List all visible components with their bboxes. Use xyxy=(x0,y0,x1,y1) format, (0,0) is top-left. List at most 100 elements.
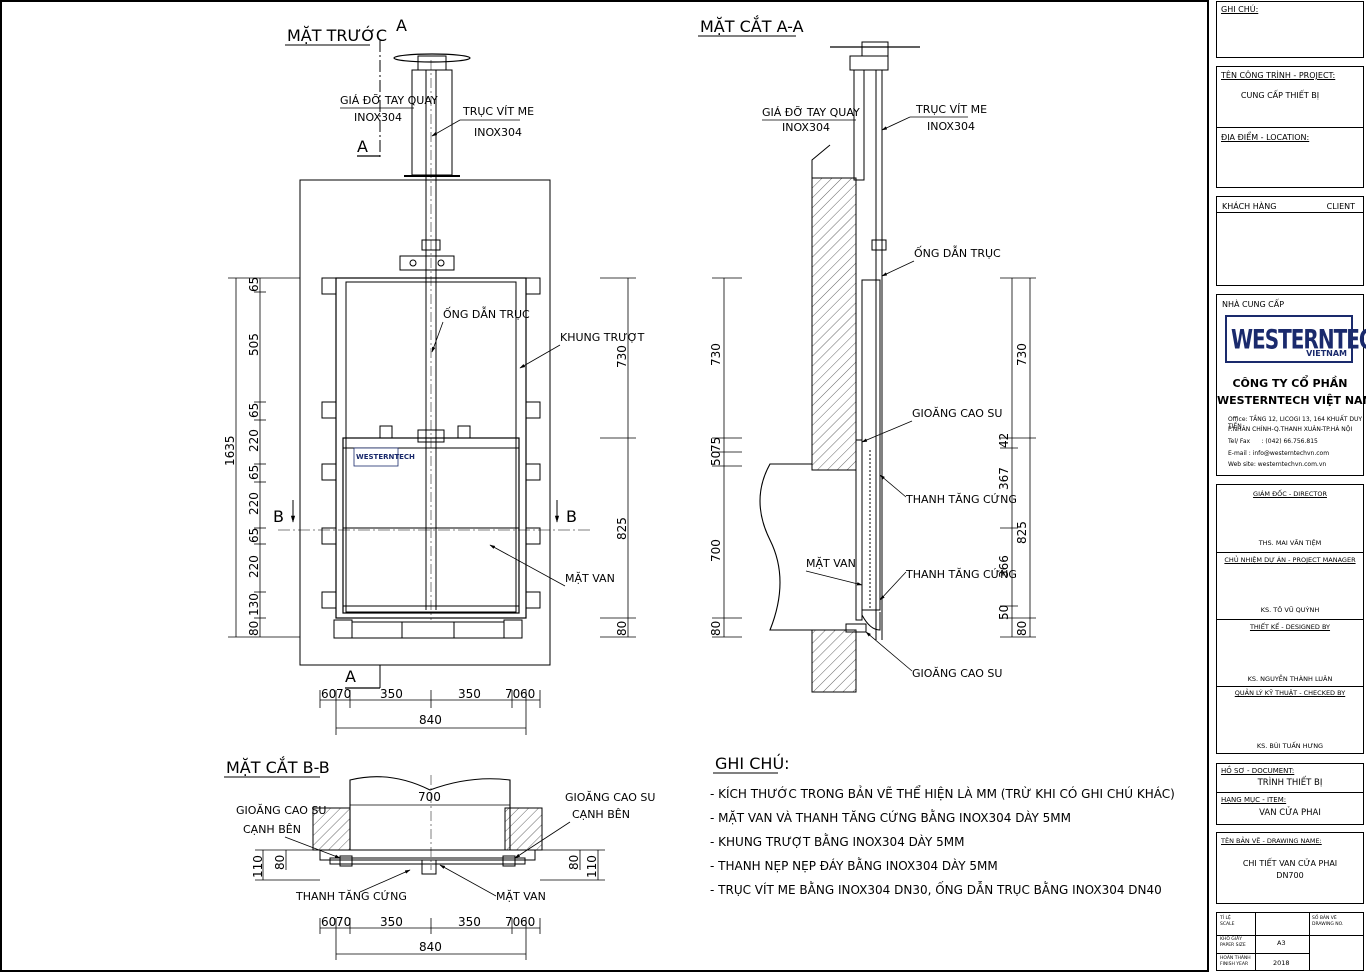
front-label-handwheel-2: INOX304 xyxy=(354,111,402,124)
aa-dim-left-5: 80 xyxy=(709,621,723,636)
front-dim-left-3: 65 xyxy=(247,403,261,418)
aa-dim-right-outer-3: 80 xyxy=(1015,621,1029,636)
tb-signatures-box: GIÁM ĐỐC - DIRECTOR THS. MAI VĂN TIỆM CH… xyxy=(1216,484,1364,754)
bb-dim-bottom-total: 840 xyxy=(419,940,442,954)
front-dim-bottom-total: 840 xyxy=(419,713,442,727)
bb-dim-bottom-6: 60 xyxy=(520,915,535,929)
front-dim-right-2: 825 xyxy=(615,517,629,540)
note-item-2: - MẶT VAN VÀ THANH TĂNG CỨNG BẰNG INOX30… xyxy=(710,809,1071,825)
tb-pm-label: CHỦ NHIỆM DỰ ÁN - PROJECT MANAGER xyxy=(1224,556,1356,564)
front-dim-left-4: 220 xyxy=(247,429,261,452)
aa-label-screw-1: TRỤC VÍT ME xyxy=(915,103,987,116)
bb-label-seal-right-2: CẠNH BÊN xyxy=(572,808,630,821)
bb-label-seal-left-2: CẠNH BÊN xyxy=(243,823,301,836)
aa-dim-right-inner-4: 50 xyxy=(997,605,1011,620)
front-dim-left-9: 130 xyxy=(247,593,261,616)
section-mark-a-top: A xyxy=(396,16,407,35)
front-dim-bottom-4: 350 xyxy=(458,687,481,701)
tb-email: E-mail : info@westerntechvn.com xyxy=(1228,450,1330,457)
front-dim-left-2: 505 xyxy=(247,333,261,356)
front-dim-bottom-5: 70 xyxy=(505,687,520,701)
aa-label-plate: MẶT VAN xyxy=(806,557,856,570)
tb-project-value: CUNG CẤP THIẾT BỊ xyxy=(1240,91,1320,100)
section-mark-b-left: B xyxy=(273,507,284,526)
tb-doc-label: HỒ SƠ - DOCUMENT: xyxy=(1221,767,1295,775)
bb-dim-bottom-2: 70 xyxy=(336,915,351,929)
front-label-guide-pipe: ỐNG DẪN TRỤC xyxy=(443,306,530,321)
notes-title: GHI CHÚ: xyxy=(715,754,790,773)
front-dim-right-1: 730 xyxy=(615,345,629,368)
tb-scale-label: TỈ LỆ xyxy=(1220,916,1231,921)
tb-client-label: KHÁCH HÀNG xyxy=(1222,202,1277,211)
tb-office-1: Office: TẦNG 12, LICOGI 13, 164 KHUẤT DU… xyxy=(1228,416,1363,430)
aa-label-seal-top: GIOĂNG CAO SU xyxy=(912,407,1002,420)
aa-label-stiffener-1: THANH TĂNG CỨNG xyxy=(905,493,1017,506)
bb-dim-bottom-4: 350 xyxy=(458,915,481,929)
tb-office-2: P.NHÂN CHÍNH-Q.THANH XUÂN-TP.HÀ NỘI xyxy=(1228,426,1353,433)
tb-scale-label-en: SCALE xyxy=(1220,922,1235,927)
aa-dim-left-4: 700 xyxy=(709,539,723,562)
gate-logo: WESTERNTECH xyxy=(356,453,415,461)
note-item-3: - KHUNG TRƯỢT BẰNG INOX304 DÀY 5MM xyxy=(710,833,964,849)
tb-director-label: GIÁM ĐỐC - DIRECTOR xyxy=(1253,490,1327,498)
bb-dim-dn: 700 xyxy=(418,790,441,804)
section-aa-view: MẶT CẮT A-A GIÁ ĐỠ TAY QUAY INOX304 TRỤC… xyxy=(698,15,1036,693)
front-left-ticks xyxy=(254,291,266,619)
tb-paper-label-en: PAPER SIZE xyxy=(1220,943,1246,948)
tb-design-name: KS. NGUYỄN THÀNH LUÂN xyxy=(1247,675,1333,683)
tb-director-name: THS. MAI VĂN TIỆM xyxy=(1258,539,1322,547)
front-dim-left-8: 220 xyxy=(247,555,261,578)
note-item-1: - KÍCH THƯỚC TRONG BẢN VẼ THỂ HIỆN LÀ MM… xyxy=(710,785,1175,801)
tb-document-box: HỒ SƠ - DOCUMENT: TRÌNH THIẾT BỊ HẠNG MỤ… xyxy=(1216,763,1364,825)
aa-dim-right-inner-1: 42 xyxy=(997,433,1011,448)
bb-dim-left-1: 110 xyxy=(251,855,265,878)
section-mark-a-mid: A xyxy=(357,137,368,156)
aa-label-handwheel-1: GIÁ ĐỠ TAY QUAY xyxy=(762,106,860,119)
front-label-screw-1: TRỤC VÍT ME xyxy=(462,105,534,118)
tb-drawing-no-label: SỐ BẢN VẼ xyxy=(1312,916,1337,921)
section-bb-view: MẶT CẮT B-B GIOĂNG CAO SU CẠNH BÊN GIOĂN… xyxy=(224,756,655,960)
tb-drawing-name-box: TÊN BẢN VẼ - DRAWING NAME: CHI TIẾT VAN … xyxy=(1216,832,1364,904)
tb-info-grid: TỈ LỆ SCALE SỐ BẢN VẼ DRAWING NO. KHỔ GI… xyxy=(1216,912,1364,971)
aa-dim-right-inner-2: 367 xyxy=(997,467,1011,490)
front-dim-bottom-6: 60 xyxy=(520,687,535,701)
aa-label-screw-2: INOX304 xyxy=(927,120,975,133)
bb-dim-bottom-5: 70 xyxy=(505,915,520,929)
front-label-frame: KHUNG TRƯỢT xyxy=(560,331,645,344)
tb-doc-value: TRÌNH THIẾT BỊ xyxy=(1257,778,1323,788)
tb-supplier-box: NHÀ CUNG CẤP WESTERNTECH VIETNAM CÔNG TY… xyxy=(1216,294,1366,476)
front-label-handwheel-1: GIÁ ĐỠ TAY QUAY xyxy=(340,94,438,107)
tb-check-label: QUẢN LÝ KỸ THUẬT - CHECKED BY xyxy=(1234,689,1346,697)
tb-client-box: KHÁCH HÀNG CLIENT xyxy=(1216,196,1364,286)
tb-company-2: WESTERNTECH VIỆT NAM xyxy=(1217,394,1366,407)
front-dim-right-3: 80 xyxy=(615,621,629,636)
technical-drawing: MẶT TRƯỚC A A xyxy=(0,0,1209,972)
tb-project-box: TÊN CÔNG TRÌNH - PROJECT: CUNG CẤP THIẾT… xyxy=(1216,66,1364,188)
note-item-4: - THANH NẸP NẸP ĐÁY BẰNG INOX304 DÀY 5MM xyxy=(710,857,998,873)
tb-check-name: KS. BÙI TUẤN HƯNG xyxy=(1256,742,1324,750)
bb-label-plate: MẶT VAN xyxy=(496,890,546,903)
front-dim-left-7: 65 xyxy=(247,528,261,543)
tb-drawing-no-label-en: DRAWING NO. xyxy=(1312,922,1344,927)
tb-finish-label: HOÀN THÀNH xyxy=(1220,956,1251,961)
aa-dim-left-2: 50 xyxy=(709,451,723,466)
aa-label-seal-bottom: GIOĂNG CAO SU xyxy=(912,667,1002,680)
tb-notes-box: GHI CHÚ: xyxy=(1216,1,1364,58)
tb-finish-value: 2018 xyxy=(1273,959,1290,967)
logo-word: WESTERNTECH xyxy=(1231,323,1366,356)
front-dim-bottom-1: 60 xyxy=(321,687,336,701)
aa-label-guide-pipe: ỐNG DẪN TRỤC xyxy=(914,245,1001,260)
front-dim-bottom-3: 350 xyxy=(380,687,403,701)
tb-location-label: ĐỊA ĐIỂM - LOCATION: xyxy=(1221,133,1310,142)
tb-company-1: CÔNG TY CỔ PHẦN xyxy=(1232,377,1348,390)
westerntech-logo: WESTERNTECH VIETNAM xyxy=(1225,315,1366,363)
front-view: MẶT TRƯỚC A A xyxy=(223,16,645,735)
tb-project-label: TÊN CÔNG TRÌNH - PROJECT: xyxy=(1221,71,1336,80)
section-aa-title: MẶT CẮT A-A xyxy=(700,15,804,36)
front-dim-left-total: 1635 xyxy=(223,435,237,466)
front-dim-left-6: 220 xyxy=(247,492,261,515)
bb-dim-left-2: 80 xyxy=(273,855,287,870)
tb-design-label: THIẾT KẾ - DESIGNED BY xyxy=(1249,623,1331,631)
tb-item-label: HẠNG MỤC - ITEM: xyxy=(1221,796,1287,804)
front-dim-left-1: 65 xyxy=(247,277,261,292)
